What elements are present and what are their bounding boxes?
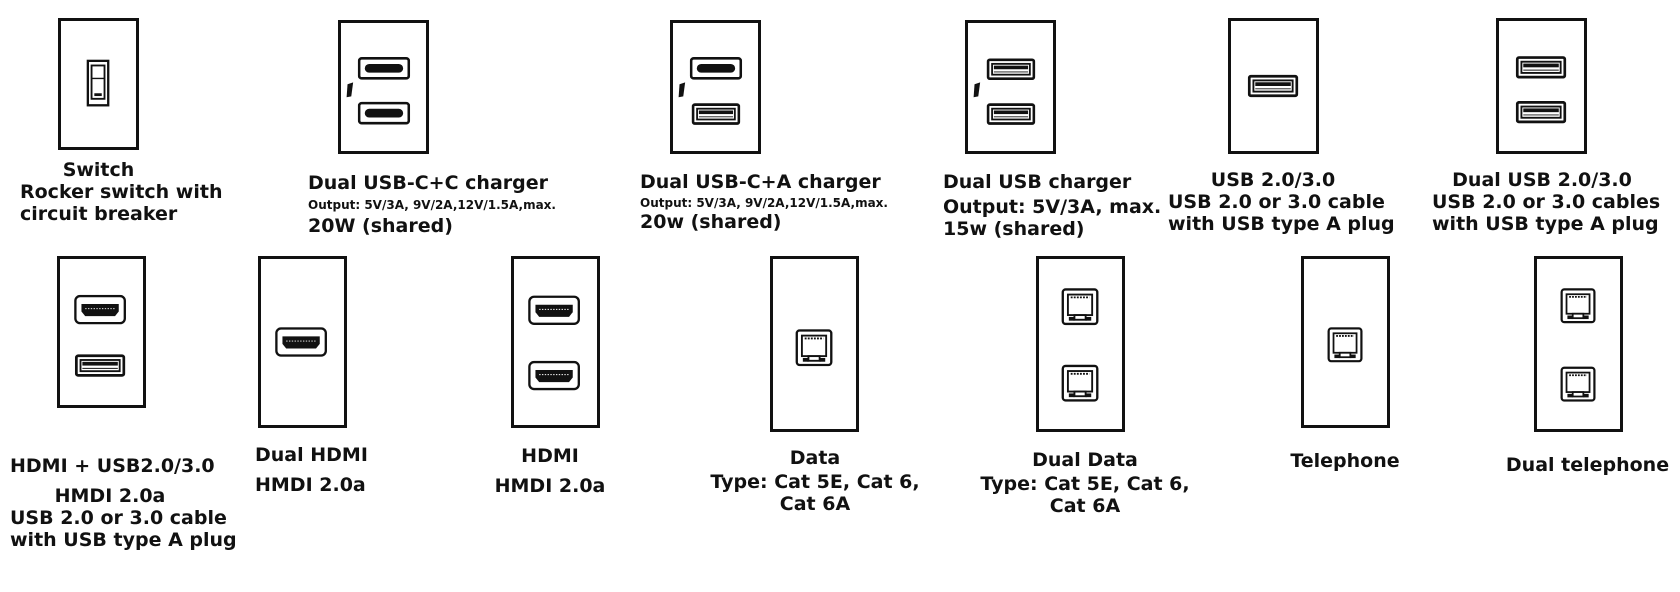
indicator-icon [973, 82, 981, 98]
hdmi-port-icon [74, 294, 126, 325]
module-title: Data [789, 447, 841, 469]
indicator-icon [346, 82, 354, 98]
data-caption: Data Type: Cat 5E, Cat 6, Cat 6A [705, 447, 925, 516]
indicator-icon [678, 82, 686, 98]
usb-c-port-icon [357, 56, 411, 80]
usb-a-port-icon [691, 103, 741, 125]
hdmi-caption: HDMI HMDI 2.0a [485, 445, 615, 498]
usb-a-port-icon [1247, 74, 1299, 98]
module-line: Cat 6A [779, 492, 851, 515]
usb-c-port-icon [689, 56, 743, 80]
rj45-port-icon [795, 329, 833, 367]
dual-telephone-caption: Dual telephone [1500, 454, 1675, 477]
module-line: HMDI 2.0a [54, 484, 166, 507]
module-line: Cat 6A [1049, 494, 1121, 517]
dual-usb-cc-module [338, 20, 429, 154]
module-title: Dual telephone [1505, 454, 1670, 476]
rj11-port-icon [1560, 288, 1596, 324]
telephone-caption: Telephone [1265, 450, 1425, 473]
module-line: Type: Cat 5E, Cat 6, [710, 470, 920, 493]
module-line: 15w (shared) [943, 217, 1085, 240]
module-line: HMDI 2.0a [255, 473, 366, 496]
module-line: Output: 5V/3A, max. [943, 195, 1162, 218]
dual-hdmi-caption: Dual HDMI HMDI 2.0a [255, 444, 415, 497]
rj11-port-icon [1327, 327, 1363, 363]
module-title: Dual HDMI [255, 444, 368, 466]
module-line: Type: Cat 5E, Cat 6, [980, 472, 1190, 495]
module-line: circuit breaker [20, 202, 178, 225]
dual-usb-charger-module [965, 20, 1056, 154]
usb-a-port-icon [1515, 100, 1567, 124]
dual-usb-2-caption: Dual USB 2.0/3.0 USB 2.0 or 3.0 cables w… [1432, 169, 1661, 236]
dual-usb-charger-caption: Dual USB charger Output: 5V/3A, max. 15w… [943, 171, 1173, 241]
module-title: Switch [62, 159, 135, 181]
dual-data-caption: Dual Data Type: Cat 5E, Cat 6, Cat 6A [975, 449, 1195, 518]
module-line: Output: 5V/3A, 9V/2A,12V/1.5A,max. [308, 197, 556, 212]
dual-usb-cc-caption: Dual USB-C+C charger Output: 5V/3A, 9V/2… [308, 172, 598, 237]
usb-a-port-icon [986, 58, 1036, 81]
hdmi-port-icon [528, 295, 580, 325]
dual-usb-ca-module [670, 20, 761, 154]
module-title: Dual USB charger [943, 171, 1132, 193]
switch-caption: Switch Rocker switch with circuit breake… [20, 159, 223, 226]
module-line: with USB type A plug [1432, 212, 1659, 235]
module-title: HDMI [521, 445, 579, 467]
module-line: USB 2.0 or 3.0 cable [1168, 190, 1385, 213]
hdmi-port-icon [528, 360, 580, 391]
module-line: with USB type A plug [10, 528, 237, 551]
dual-data-module [1036, 256, 1125, 432]
hdmi-module [511, 256, 600, 428]
module-line: USB 2.0 or 3.0 cable [10, 506, 227, 529]
dual-telephone-module [1534, 256, 1623, 432]
rj45-port-icon [1061, 364, 1099, 402]
module-title: Dual USB-C+C charger [308, 172, 548, 194]
rj45-port-icon [1061, 288, 1099, 326]
module-title: HDMI + USB2.0/3.0 [10, 455, 215, 477]
module-line: 20W (shared) [308, 214, 453, 237]
switch-module [58, 18, 139, 150]
hdmi-usb-caption: HDMI + USB2.0/3.0 HMDI 2.0a USB 2.0 or 3… [10, 455, 237, 551]
module-title: Dual USB 2.0/3.0 [1452, 169, 1632, 191]
module-line: Rocker switch with [20, 180, 223, 203]
module-title: Dual USB-C+A charger [640, 171, 881, 193]
usb-a-port-icon [986, 103, 1036, 125]
module-line: 20w (shared) [640, 210, 782, 233]
module-title: Dual Data [1032, 449, 1138, 471]
module-title: USB 2.0/3.0 [1210, 169, 1336, 191]
dual-usb-2-module [1496, 18, 1587, 154]
dual-hdmi-module [258, 256, 347, 428]
module-line: with USB type A plug [1168, 212, 1395, 235]
telephone-module [1301, 256, 1390, 428]
rj11-port-icon [1560, 366, 1596, 402]
rocker-switch-icon [86, 59, 110, 107]
hdmi-port-icon [275, 327, 327, 357]
usb-caption: USB 2.0/3.0 USB 2.0 or 3.0 cable with US… [1168, 169, 1395, 236]
module-line: HMDI 2.0a [494, 474, 606, 497]
module-title: Telephone [1290, 450, 1400, 472]
usb-a-port-icon [1515, 56, 1567, 79]
usb-a-port-icon [74, 354, 126, 377]
hdmi-usb-module [57, 256, 146, 408]
usb-module [1228, 18, 1319, 154]
dual-usb-ca-caption: Dual USB-C+A charger Output: 5V/3A, 9V/2… [640, 171, 930, 233]
data-module [770, 256, 859, 432]
usb-c-port-icon [357, 101, 411, 125]
module-line: Output: 5V/3A, 9V/2A,12V/1.5A,max. [640, 195, 888, 210]
module-line: USB 2.0 or 3.0 cables [1432, 190, 1661, 213]
